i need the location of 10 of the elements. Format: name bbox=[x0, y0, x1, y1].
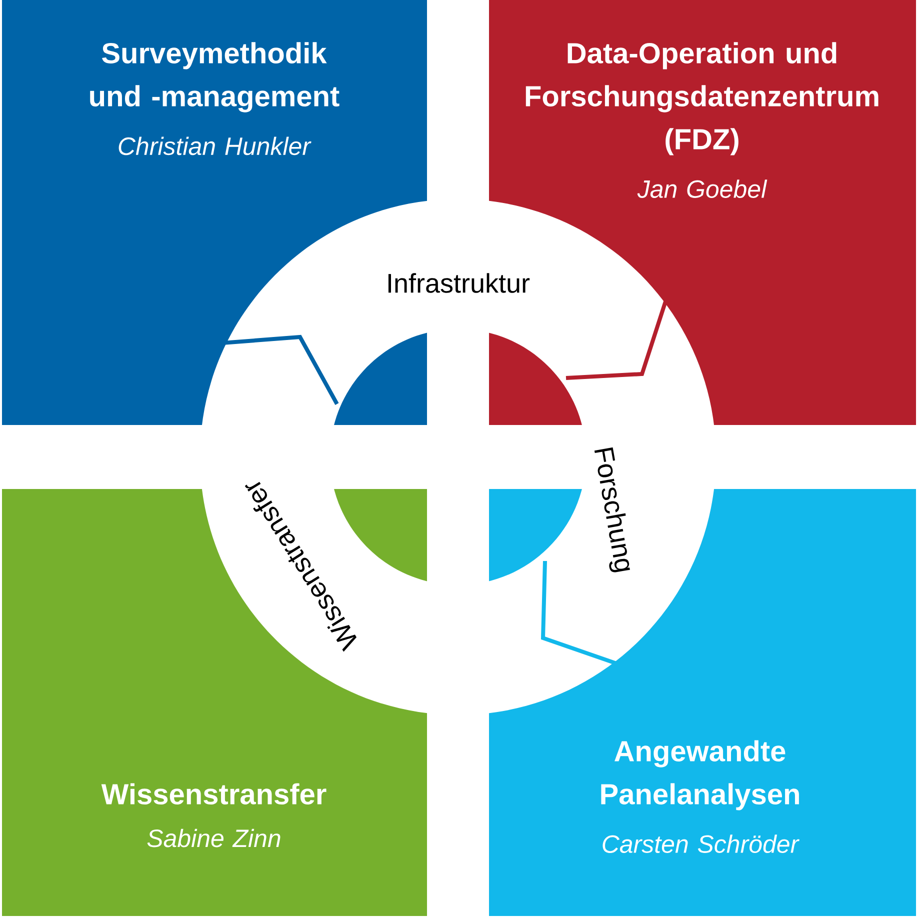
person-name: Christian Hunkler bbox=[118, 136, 312, 156]
person-name: Jan Goebel bbox=[637, 180, 768, 198]
person-name: Carsten Schröder bbox=[602, 834, 800, 853]
person-name: Sabine Zinn bbox=[147, 828, 280, 848]
ring-label: Infrastruktur bbox=[388, 273, 530, 293]
box-title: Angewandte Panelanalysen bbox=[601, 740, 799, 810]
box-title: Wissenstransfer bbox=[101, 783, 326, 804]
ring-label: Forschung bbox=[594, 447, 630, 572]
box-title: Surveymethodik und -management bbox=[90, 42, 340, 112]
box-title: Data-Operation und Forschungsdatenzentrum (FDZ) bbox=[526, 42, 878, 156]
